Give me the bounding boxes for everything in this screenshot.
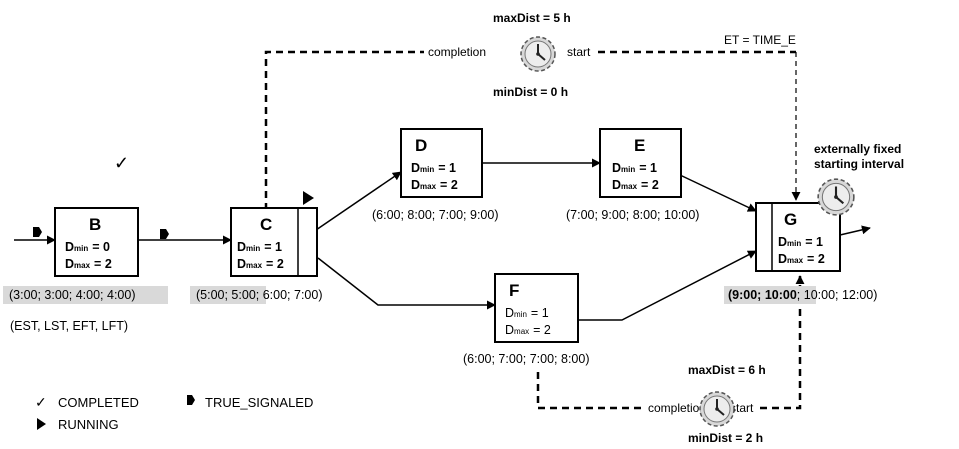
node-e-dmax: Dmax= 2	[612, 178, 659, 192]
legend-completed: COMPLETED	[58, 395, 139, 410]
node-f[interactable]: F Dmin= 1 Dmax= 2	[494, 273, 579, 343]
node-g-times: (9:00; 10:00; 10:00; 12:00)	[728, 288, 877, 302]
node-e-dmin: Dmin= 1	[612, 161, 657, 175]
node-b-dmin: Dmin= 0	[65, 240, 110, 254]
node-g-dmax: Dmax= 2	[778, 252, 825, 266]
node-b[interactable]: B Dmin= 0 Dmax= 2	[54, 207, 139, 277]
node-c-times: (5:00; 5:00; 6:00; 7:00)	[196, 288, 322, 302]
check-icon: ✓	[114, 153, 129, 173]
node-d-name: D	[415, 136, 427, 155]
bottom-max-dist: maxDist = 6 h	[688, 363, 766, 377]
running-marker-icon	[303, 191, 314, 205]
external-label-2: starting interval	[814, 157, 904, 171]
node-g-dmin: Dmin= 1	[778, 235, 823, 249]
bottom-constraint: completion start maxDist = 6 h minDist =…	[536, 275, 805, 445]
running-marker-icon	[37, 418, 46, 430]
node-e-times: (7:00; 9:00; 8:00; 10:00)	[566, 208, 699, 222]
bottom-constraint-line-right	[760, 275, 805, 410]
node-c-dmax: Dmax= 2	[237, 257, 284, 271]
node-g-name: G	[784, 210, 797, 229]
node-b-name: B	[89, 215, 101, 234]
legend-running: RUNNING	[58, 417, 119, 432]
clock-icon	[817, 178, 855, 216]
node-e[interactable]: E Dmin= 1 Dmax= 2	[599, 128, 682, 198]
bottom-completion-label: completion	[648, 401, 706, 415]
edge-f-g[interactable]	[578, 250, 757, 321]
external-label-1: externally fixed	[814, 142, 901, 156]
node-d[interactable]: D Dmin= 1 Dmax= 2	[400, 128, 483, 198]
node-c-times-highlight	[190, 286, 266, 304]
node-c-dmin: Dmin= 1	[237, 240, 282, 254]
et-label: ET = TIME_E	[724, 33, 796, 47]
legend-true-signaled: TRUE_SIGNALED	[205, 395, 313, 410]
edge-c-d[interactable]	[315, 171, 402, 231]
bottom-start-label: start	[730, 401, 754, 415]
node-b-times-highlight	[3, 286, 168, 304]
edge-g-out[interactable]	[839, 225, 871, 236]
top-constraint-line-left	[264, 50, 424, 210]
node-d-times: (6:00; 8:00; 7:00; 9:00)	[372, 208, 498, 222]
node-b-dmax: Dmax= 2	[65, 257, 112, 271]
node-f-times: (6:00; 7:00; 7:00; 8:00)	[463, 352, 589, 366]
node-f-dmin: Dmin= 1	[505, 306, 549, 320]
node-c-name: C	[260, 215, 272, 234]
edge-c-f[interactable]	[317, 257, 496, 310]
bottom-constraint-line-left	[536, 372, 642, 410]
clock-icon	[520, 36, 556, 72]
node-g[interactable]: G Dmin= 1 Dmax= 2	[755, 202, 841, 272]
top-min-dist: minDist = 0 h	[493, 85, 568, 99]
node-g-times-highlight	[724, 286, 816, 304]
bottom-min-dist: minDist = 2 h	[688, 431, 763, 445]
true-signaled-marker-icon	[187, 395, 195, 405]
true-signaled-marker-icon	[33, 227, 42, 237]
node-f-dmax: Dmax= 2	[505, 323, 551, 337]
top-constraint: completion start maxDist = 5 h minDist =…	[264, 11, 801, 210]
node-f-name: F	[509, 281, 519, 300]
legend: ✓ COMPLETED TRUE_SIGNALED RUNNING	[35, 394, 313, 432]
top-completion-label: completion	[428, 45, 486, 59]
top-max-dist: maxDist = 5 h	[493, 11, 571, 25]
true-signaled-marker-icon	[160, 229, 169, 239]
clock-icon	[699, 391, 735, 427]
node-d-dmin: Dmin= 1	[411, 161, 456, 175]
node-b-times: (3:00; 3:00; 4:00; 4:00)	[9, 288, 135, 302]
node-e-name: E	[634, 136, 645, 155]
node-d-dmax: Dmax= 2	[411, 178, 458, 192]
top-start-label: start	[567, 45, 591, 59]
edge-e-g[interactable]	[679, 174, 757, 212]
node-c[interactable]: C Dmin= 1 Dmax= 2	[230, 207, 318, 277]
time-legend: (EST, LST, EFT, LFT)	[10, 319, 128, 333]
edges	[14, 158, 871, 321]
check-icon: ✓	[35, 394, 47, 410]
